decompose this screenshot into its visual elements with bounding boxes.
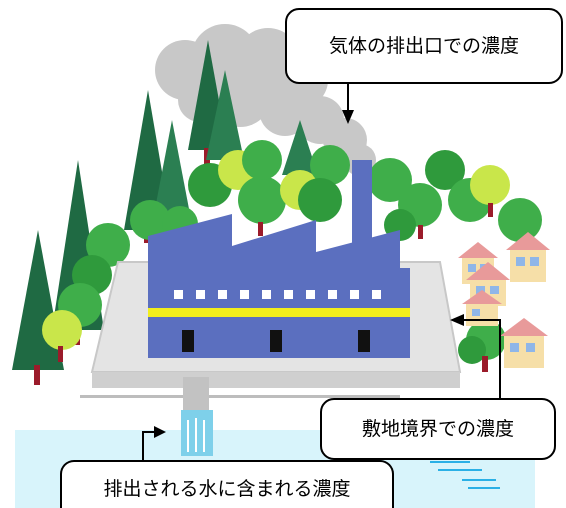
site-fence (80, 395, 400, 398)
arrow-icon (450, 314, 501, 398)
stack-outlet-label: 気体の排出口での濃度 (328, 34, 519, 57)
arrow-icon (142, 426, 166, 462)
discharged-water-label: 排出される水に含まれる濃度 (103, 477, 351, 500)
front-tree-right (458, 320, 506, 372)
factory-doors (182, 330, 370, 352)
round-trees (42, 140, 542, 362)
factory-roof (148, 214, 400, 268)
site-boundary-callout: 敷地境界での濃度 (320, 398, 556, 460)
factory-windows (174, 290, 381, 299)
water-ripples (430, 461, 500, 489)
house-icon (506, 232, 550, 282)
outflow-streaks (187, 418, 205, 452)
smokestack (352, 160, 372, 270)
site-front-edge (92, 372, 460, 388)
factory-stripe (148, 308, 410, 317)
arrow-icon (342, 80, 354, 124)
site-boundary-label: 敷地境界での濃度 (361, 417, 514, 440)
stack-outlet-callout: 気体の排出口での濃度 (285, 8, 563, 84)
house-icon (500, 318, 548, 368)
discharged-water-callout: 排出される水に含まれる濃度 (60, 460, 394, 508)
drain-pipe (183, 377, 209, 413)
